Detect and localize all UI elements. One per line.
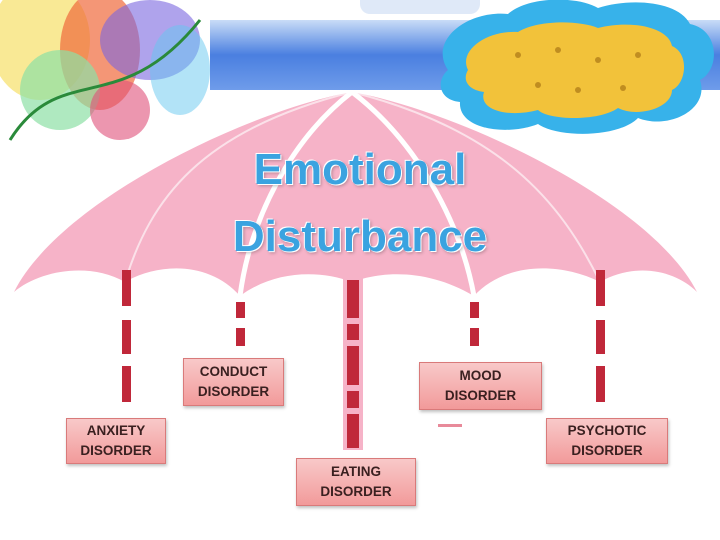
box-line-2: DISORDER [571,443,643,458]
banner-top [360,0,480,14]
conduct-disorder-box: CONDUCT DISORDER [183,358,284,406]
pole-psychotic [596,270,605,402]
mood-disorder-box: MOOD DISORDER [419,362,542,410]
title-line-1: Emotional [253,145,467,194]
box-line-1: ANXIETY [86,423,146,439]
box-line-1: PSYCHOTIC [567,423,647,439]
box-line-1: EATING [331,464,381,480]
anxiety-disorder-box: ANXIETY DISORDER [66,418,166,464]
colorful-swirl-decoration [0,0,210,141]
pole-conduct [236,302,245,346]
box-line-1: CONDUCT [199,364,268,380]
box-line-2: DISORDER [80,443,152,458]
eating-disorder-box: EATING DISORDER [296,458,416,506]
pole-eating [343,278,363,450]
psychotic-disorder-box: PSYCHOTIC DISORDER [546,418,668,464]
box-line-2: DISORDER [444,388,517,403]
box-line-2: DISORDER [320,484,392,499]
pole-anxiety [122,270,131,402]
pole-mood [470,302,479,346]
box-line-1: MOOD [459,368,502,384]
title-line-2: Disturbance [232,212,488,261]
emoji-cloud-image [440,0,714,134]
box-line-2: DISORDER [197,384,270,399]
